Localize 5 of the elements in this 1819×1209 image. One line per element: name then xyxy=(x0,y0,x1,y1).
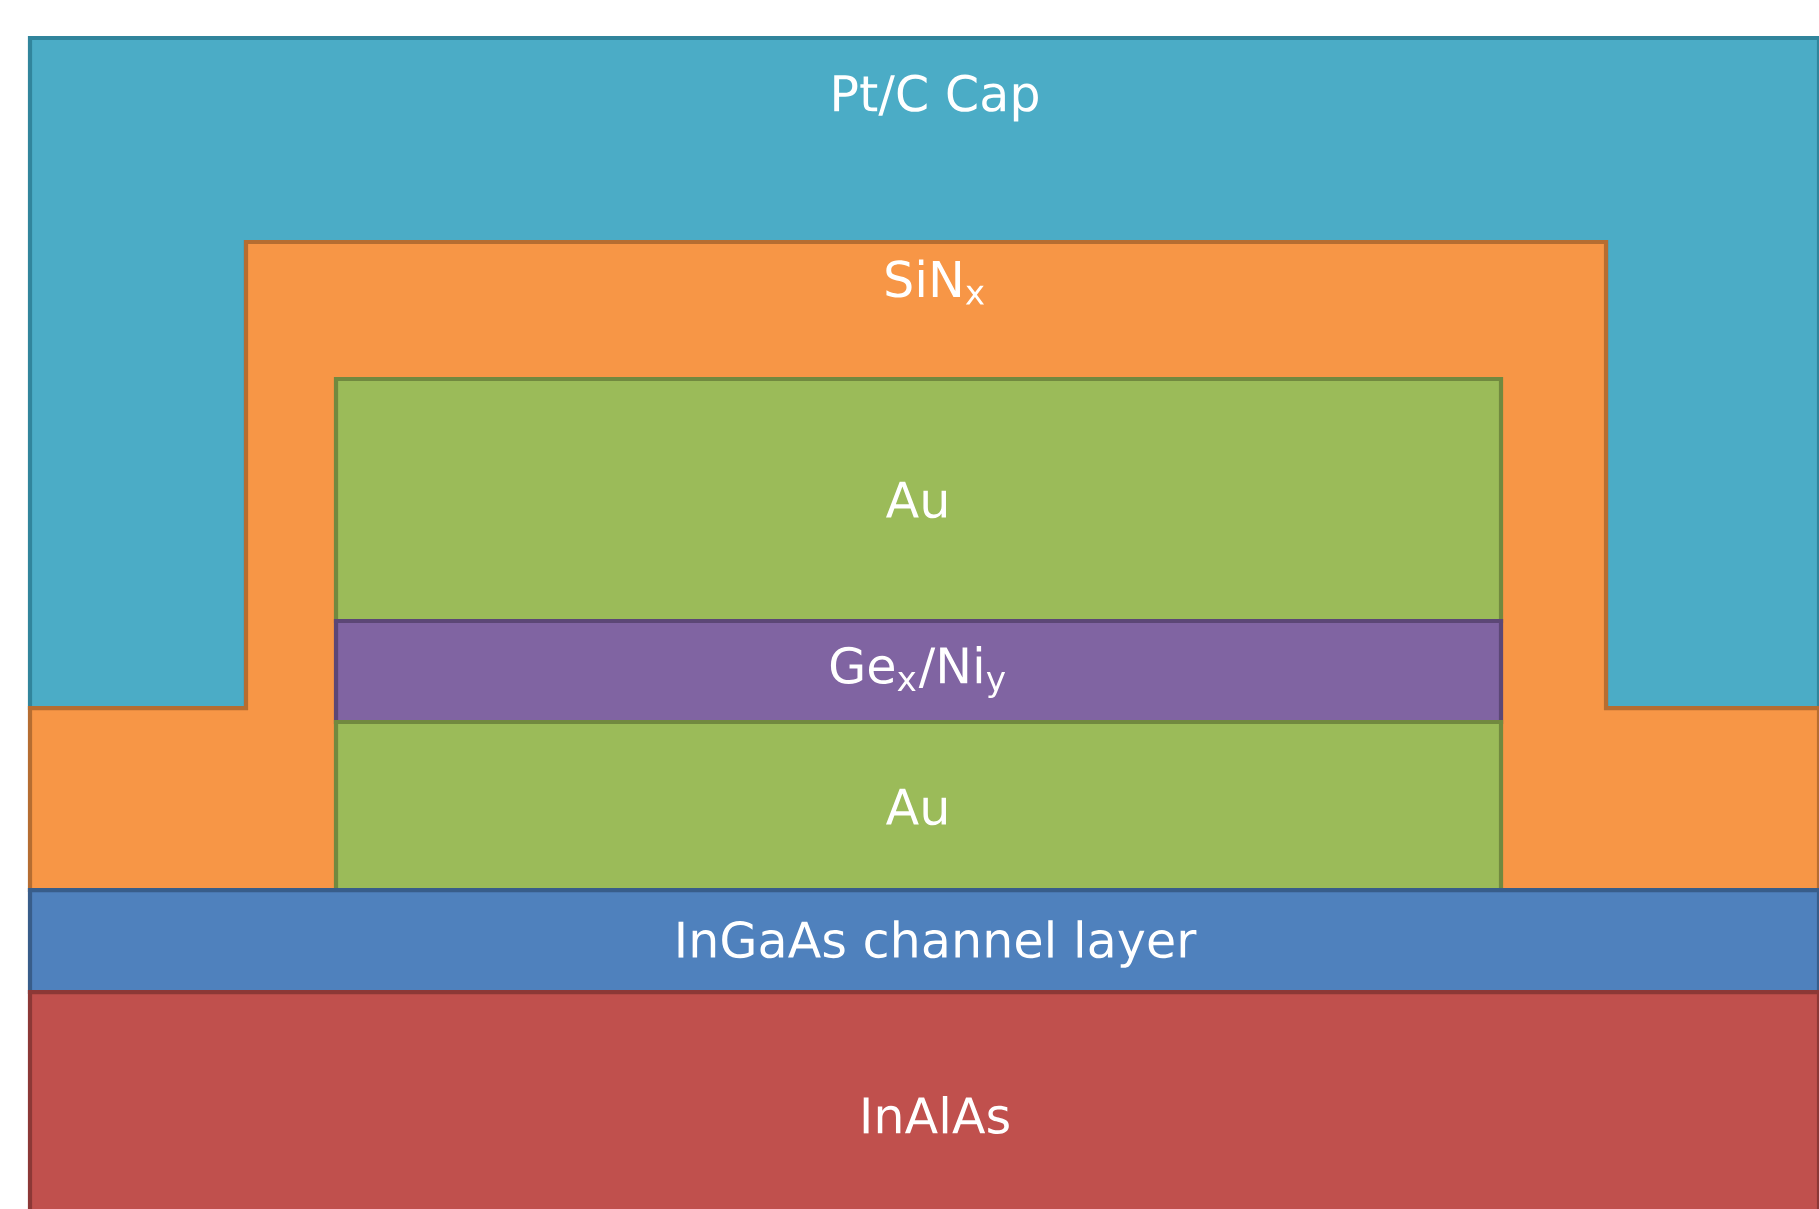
channel-layer: InGaAs channel layer xyxy=(27,887,1819,995)
metal-layer: Ge$_{x}$/Ni$_{y}$ xyxy=(333,618,1504,725)
metal-layer: Au xyxy=(333,719,1504,893)
substrate-layer: InAlAs xyxy=(27,989,1819,1209)
metal-layer: Au xyxy=(333,376,1504,624)
